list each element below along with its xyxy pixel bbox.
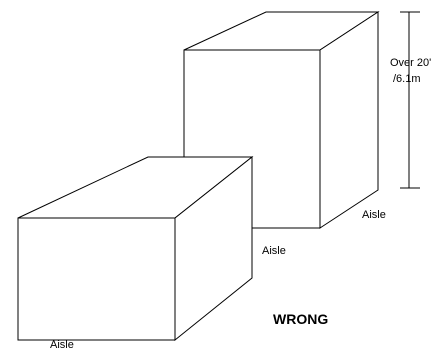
height-label-line1: Over 20' bbox=[390, 57, 431, 69]
height-label-line2: /6.1m bbox=[393, 73, 421, 85]
short-box bbox=[17, 155, 254, 342]
short-box-side-face bbox=[174, 155, 253, 342]
height-dimension bbox=[400, 11, 420, 189]
aisle-label-back-right: Aisle bbox=[362, 209, 386, 221]
short-box-front-face bbox=[17, 217, 176, 341]
aisle-label-front-bottom: Aisle bbox=[50, 339, 74, 350]
aisle-label-middle: Aisle bbox=[262, 245, 286, 257]
verdict-label: WRONG bbox=[273, 311, 328, 327]
tall-box-side-face bbox=[319, 11, 379, 229]
